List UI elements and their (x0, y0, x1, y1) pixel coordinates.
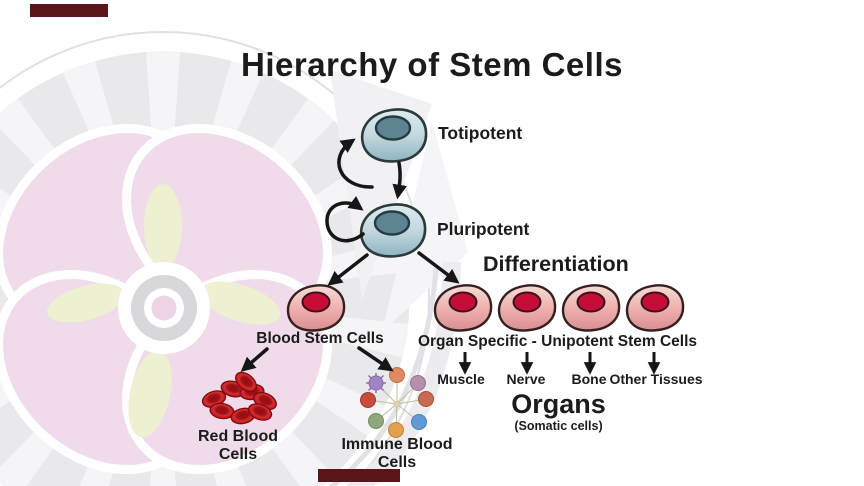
pluripotent-to-unipotent-arrow (417, 251, 460, 284)
totipotent-self-renewal-arrow (337, 138, 374, 189)
red-blood-line1: Red Blood (198, 428, 278, 445)
pluripotent-cell (359, 203, 427, 258)
immune-line1: Immune Blood (341, 436, 453, 453)
page-title: Hierarchy of Stem Cells (241, 46, 623, 83)
tissue-label-nerve: Nerve (506, 371, 546, 387)
top-left-marker-bar (30, 4, 108, 17)
immune-line2: Cells (377, 453, 417, 471)
tissue-label-bone: Bone (571, 371, 607, 387)
differentiation-label: Differentiation (483, 252, 629, 276)
blood-stem-cell (286, 284, 346, 332)
blood-to-red-cells-arrow (240, 347, 269, 372)
organ-specific-label: Organ Specific - Unipotent Stem Cells (417, 333, 698, 350)
somatic-cells-label: (Somatic cells) (514, 419, 603, 433)
pluripotent-self-renewal-arrow (325, 195, 365, 243)
unipotent-cell-3 (561, 284, 621, 332)
pluripotent-label: Pluripotent (437, 219, 530, 239)
immune-blood-cells-illustration (360, 367, 434, 438)
pluripotent-to-blood-arrow (327, 253, 369, 286)
totipotent-cell (360, 108, 428, 163)
organs-label: Organs (511, 389, 606, 419)
blood-to-immune-cells-arrow (357, 346, 394, 372)
bottom-marker-bar (318, 469, 400, 482)
red-blood-line2: Cells (218, 445, 258, 463)
tissue-label-other-tissues: Other Tissues (609, 371, 703, 387)
totipotent-to-pluripotent-arrow (392, 161, 407, 200)
unipotent-cell-1 (433, 284, 493, 332)
unipotent-cell-2 (497, 284, 557, 332)
tissue-label-muscle: Muscle (437, 371, 485, 387)
blood-stem-cells-label: Blood Stem Cells (256, 330, 384, 347)
unipotent-cell-4 (625, 284, 685, 332)
totipotent-label: Totipotent (438, 123, 523, 143)
